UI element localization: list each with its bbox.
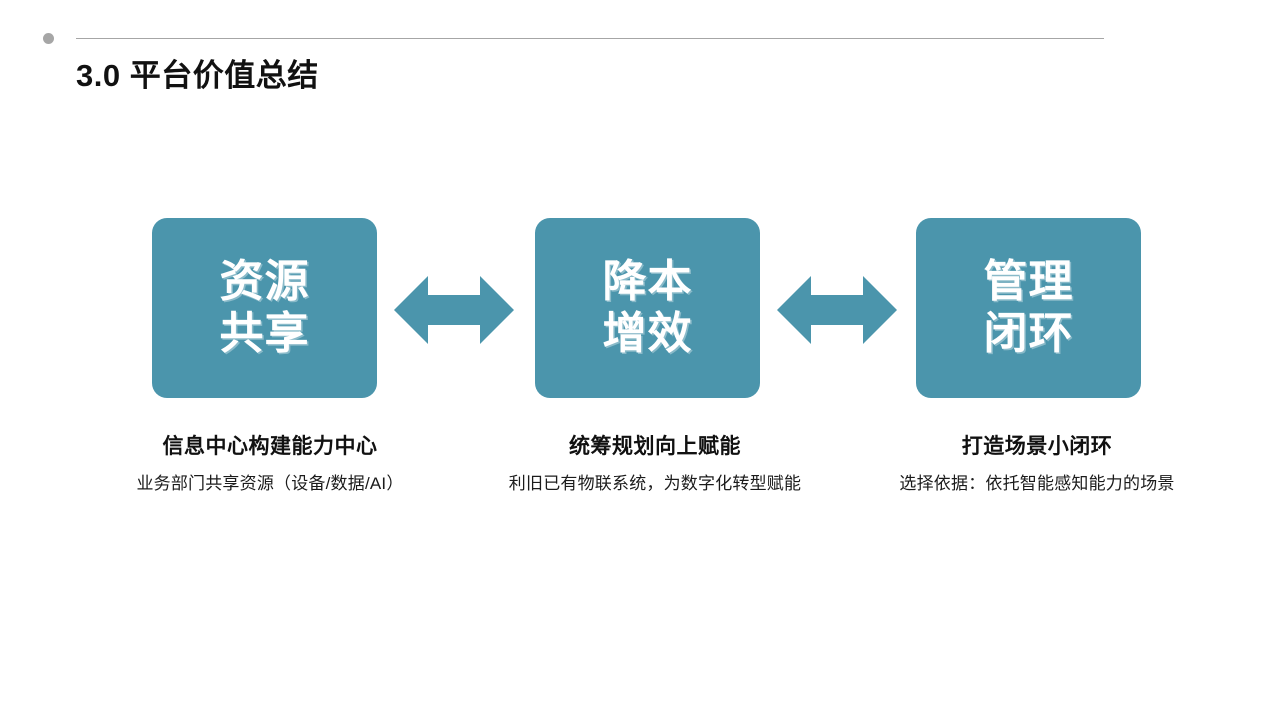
diagram-caption-resource-sharing: 信息中心构建能力中心 业务部门共享资源（设备/数据/AI） xyxy=(100,433,440,496)
diagram-node-resource-sharing[interactable]: 资源 共享 xyxy=(152,218,377,398)
diagram-node-label: 管理 闭环 xyxy=(983,257,1074,358)
caption-subtitle: 利旧已有物联系统，为数字化转型赋能 xyxy=(508,474,802,493)
caption-subtitle: 选择依据：依托智能感知能力的场景 xyxy=(899,474,1175,493)
diagram-node-management-loop[interactable]: 管理 闭环 xyxy=(916,218,1141,398)
double-arrow-horizontal-icon xyxy=(777,274,897,346)
diagram-caption-management-loop: 打造场景小闭环 选择依据：依托智能感知能力的场景 xyxy=(867,433,1207,496)
caption-title: 统筹规划向上赋能 xyxy=(569,435,741,458)
caption-title: 信息中心构建能力中心 xyxy=(162,435,378,458)
caption-title: 打造场景小闭环 xyxy=(961,435,1113,458)
double-arrow-horizontal-icon xyxy=(394,274,514,346)
diagram-caption-cost-reduction: 统筹规划向上赋能 利旧已有物联系统，为数字化转型赋能 xyxy=(485,433,825,496)
diagram-node-label: 资源 共享 xyxy=(219,257,310,358)
header-bullet-dot xyxy=(43,33,54,44)
diagram-node-cost-reduction[interactable]: 降本 增效 xyxy=(535,218,760,398)
page-title: 3.0 平台价值总结 xyxy=(76,58,319,93)
caption-subtitle: 业务部门共享资源（设备/数据/AI） xyxy=(136,474,404,493)
header-divider-line xyxy=(76,38,1104,39)
diagram-node-label: 降本 增效 xyxy=(602,257,693,358)
